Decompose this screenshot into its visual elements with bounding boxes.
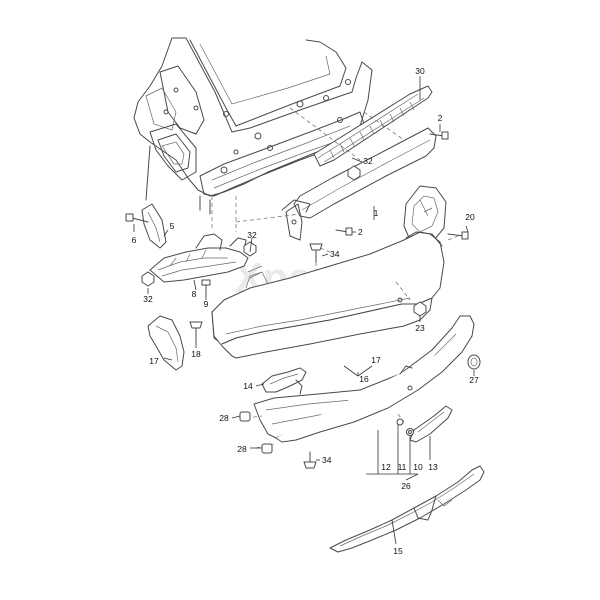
callout-2: 2 <box>438 113 443 123</box>
callout-32-left: 32 <box>143 294 153 304</box>
callout-labels: 30 2 32 1 2 20 6 5 32 34 32 8 9 23 18 17… <box>132 66 479 556</box>
callout-23: 23 <box>415 323 425 333</box>
part-5-side-guide <box>141 203 167 249</box>
callout-20: 20 <box>465 212 475 222</box>
callout-14: 14 <box>243 381 253 391</box>
callout-32: 32 <box>363 156 373 166</box>
bolt-head <box>441 131 449 140</box>
callout-28-upper: 28 <box>219 413 229 423</box>
callout-34-lower: 34 <box>322 455 332 465</box>
callout-17-left: 17 <box>149 356 159 366</box>
leader-lines <box>133 76 475 545</box>
callout-26: 26 <box>401 481 411 491</box>
part-12-lower-spoiler <box>253 315 475 443</box>
callout-9: 9 <box>204 299 209 309</box>
part-16-bumper-cover <box>211 231 445 359</box>
callout-32-mid: 32 <box>247 230 257 240</box>
callout-6: 6 <box>132 235 137 245</box>
callout-27: 27 <box>469 375 479 385</box>
callout-15: 15 <box>393 546 403 556</box>
callout-5: 5 <box>170 221 175 231</box>
vehicle-rear-body <box>133 37 373 215</box>
callout-17-right: 17 <box>371 355 381 365</box>
callout-30: 30 <box>415 66 425 76</box>
part-30-energy-absorber <box>313 85 433 167</box>
part-15-lower-trim-strip <box>329 465 485 553</box>
callout-11: 11 <box>398 462 407 472</box>
callout-18: 18 <box>191 349 201 359</box>
callout-8: 8 <box>192 289 197 299</box>
part-17-wheel-arch-liner <box>147 315 185 371</box>
part-27-plug <box>467 354 481 370</box>
callout-16: 16 <box>359 374 369 384</box>
callout-2-lower: 2 <box>358 227 363 237</box>
callout-1: 1 <box>374 208 379 218</box>
fasteners <box>125 131 469 469</box>
callout-13: 13 <box>428 462 438 472</box>
part-13-trim-insert <box>409 405 453 443</box>
nut-32 <box>347 165 361 181</box>
part-20-side-bracket <box>403 185 447 247</box>
part-14-clip-bracket <box>261 367 307 395</box>
callout-34: 34 <box>330 249 340 259</box>
callout-28-lower: 28 <box>237 444 247 454</box>
part-1-bumper-carrier <box>281 127 437 241</box>
callout-10: 10 <box>413 462 423 472</box>
callout-12: 12 <box>381 462 391 472</box>
